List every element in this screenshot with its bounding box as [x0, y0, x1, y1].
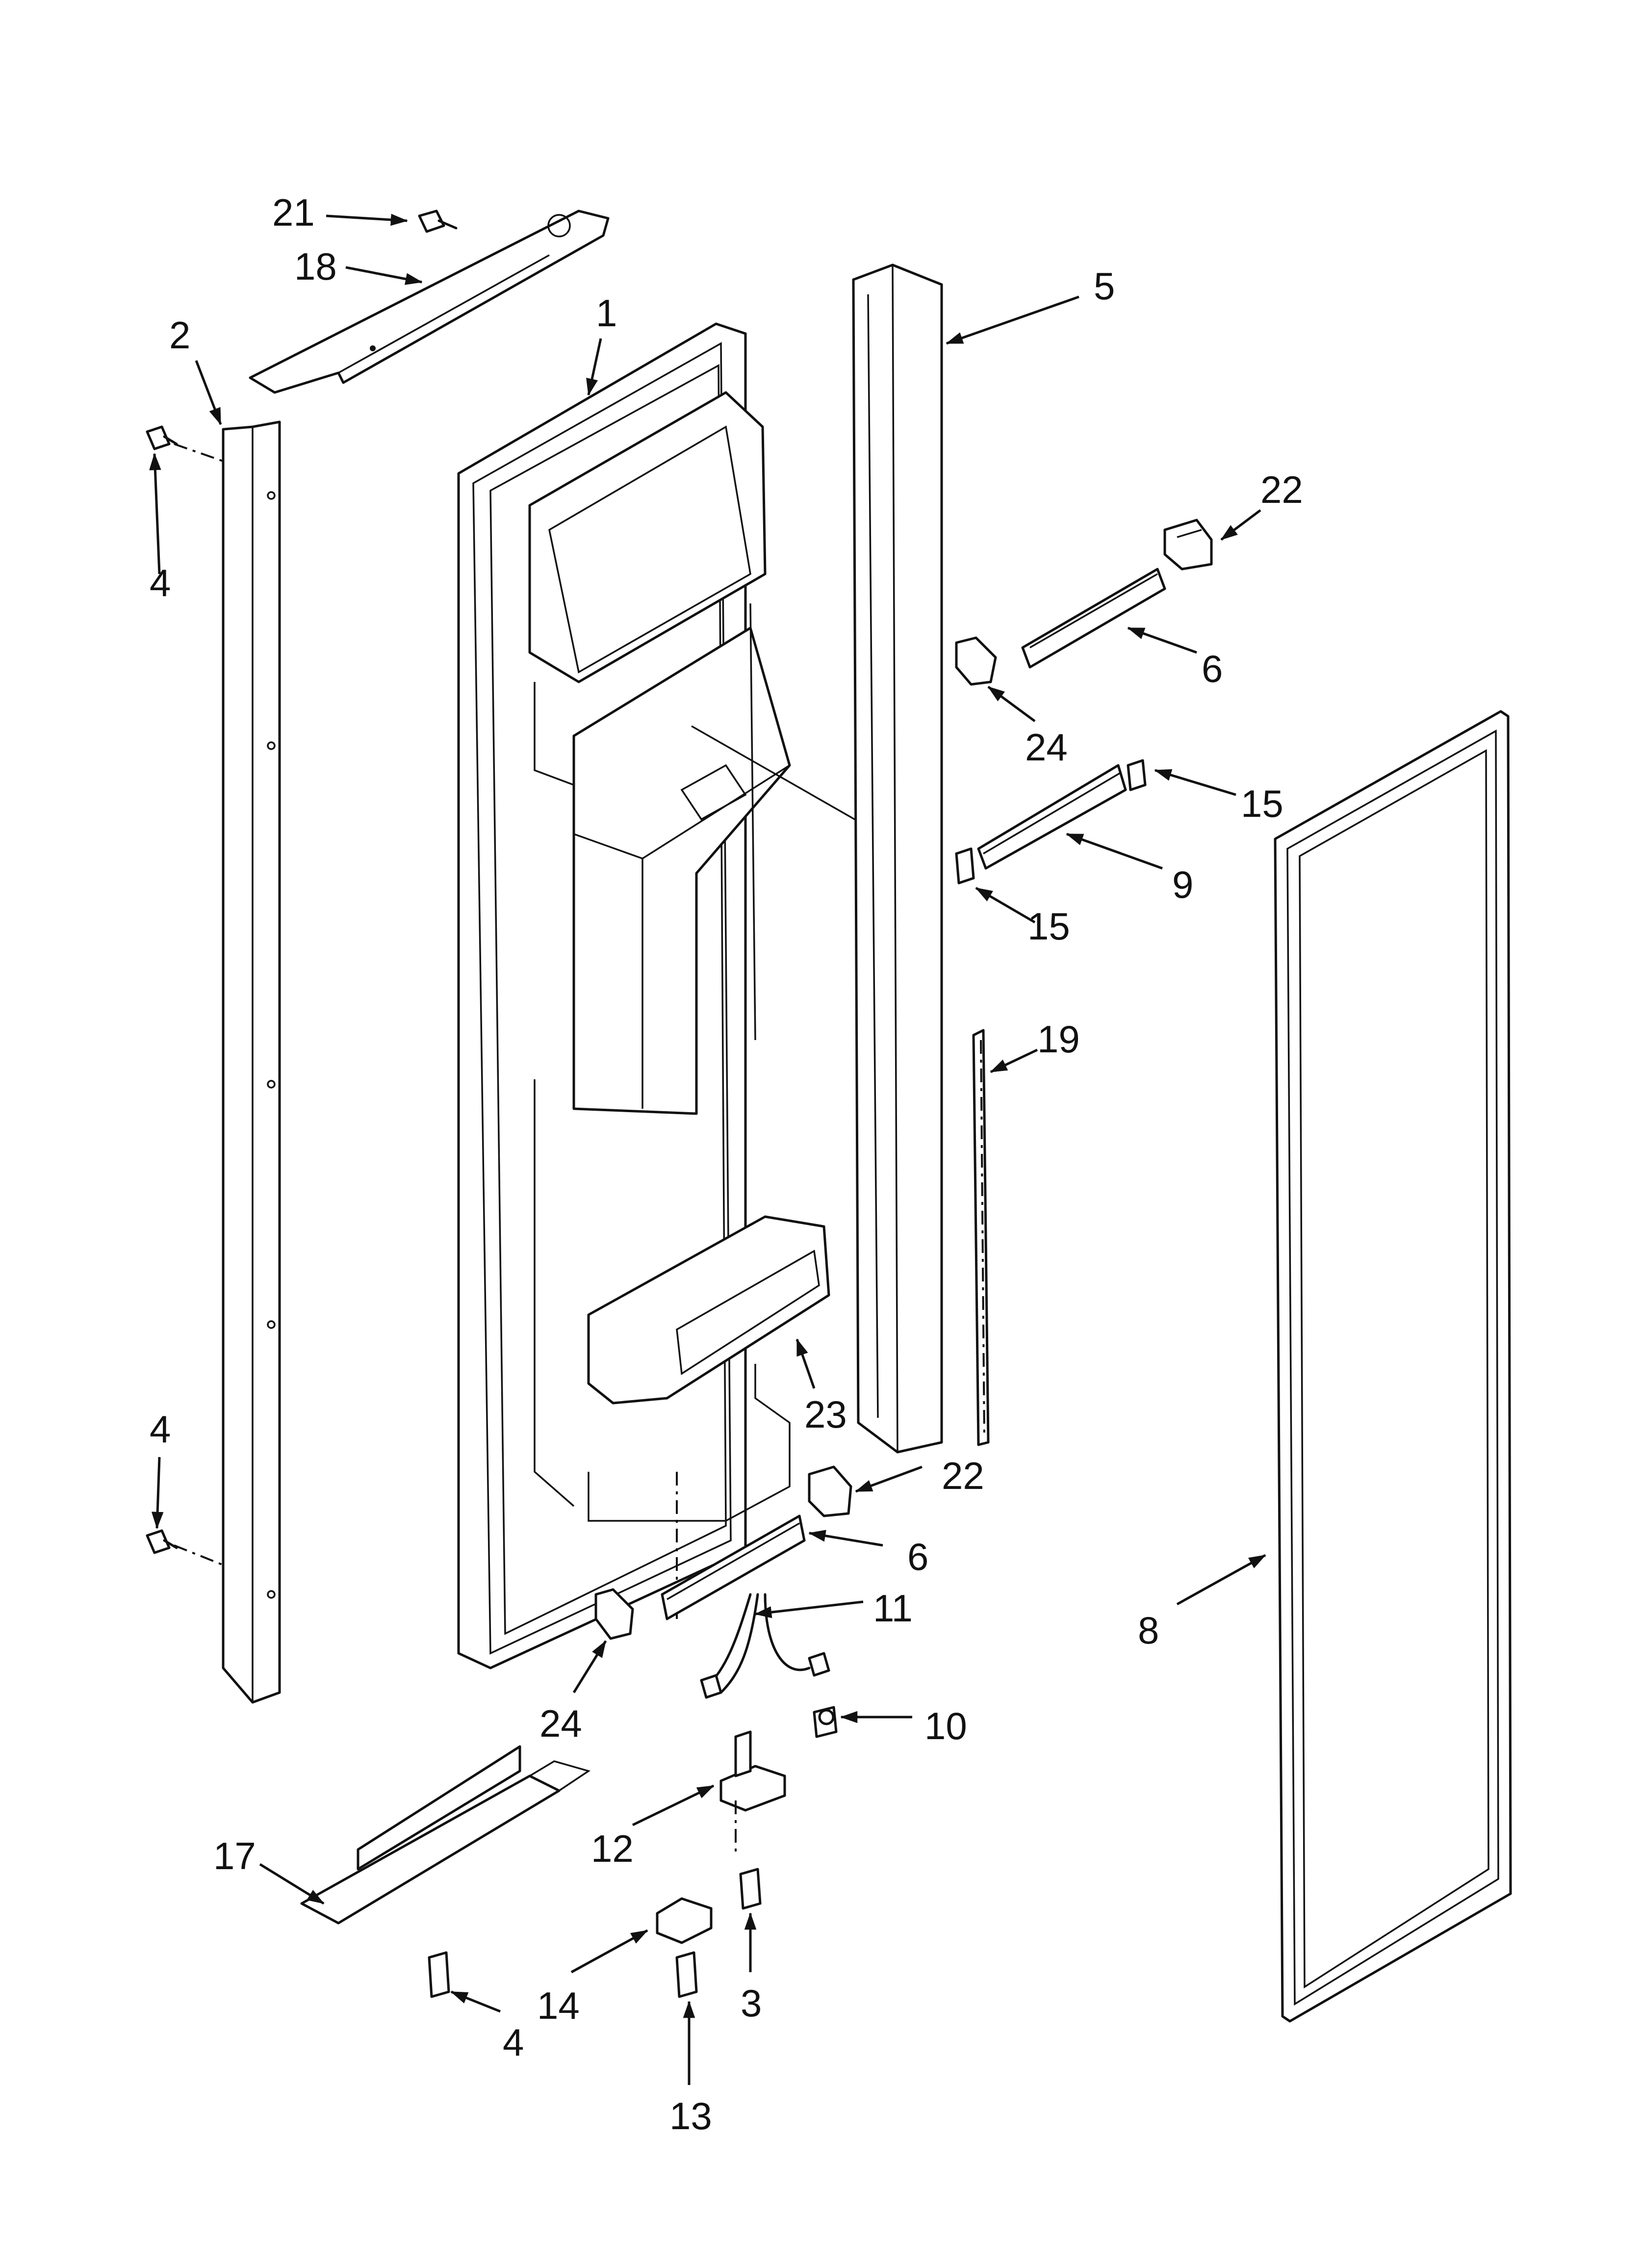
screw-4-upper-part — [146, 425, 178, 450]
clip-24-upper-part — [955, 636, 997, 686]
wire-harness-part — [700, 1593, 830, 1699]
callout-22-upper: 22 — [1260, 468, 1303, 511]
screw-3-part — [739, 1868, 762, 1910]
screw-13-part — [675, 1951, 698, 1998]
callout-5: 5 — [1094, 264, 1115, 308]
callout-3: 3 — [741, 1981, 762, 2025]
callout-labels: 21 18 2 1 5 4 22 6 24 15 9 15 19 4 23 22… — [150, 191, 1303, 2138]
callout-12: 12 — [591, 1827, 634, 1870]
leader-lines — [149, 213, 1266, 2085]
callout-9: 9 — [1172, 863, 1193, 906]
callout-4-middle: 4 — [150, 1408, 171, 1451]
callout-24-upper: 24 — [1025, 726, 1068, 769]
callout-8: 8 — [1138, 1609, 1159, 1652]
callout-17: 17 — [213, 1834, 256, 1877]
screw-4-lower-part — [146, 1529, 178, 1554]
clip-22-upper-part — [1163, 519, 1213, 571]
hinge-bracket-12-part — [719, 1730, 786, 1854]
block-14-part — [656, 1897, 713, 1944]
callout-6-lower: 6 — [907, 1535, 928, 1578]
callout-10: 10 — [924, 1704, 967, 1747]
callout-15-lower: 15 — [1027, 905, 1070, 948]
bottom-hinge-17-part — [300, 1745, 591, 1925]
callout-15-upper: 15 — [1241, 782, 1283, 825]
callout-2: 2 — [169, 313, 190, 357]
callout-23: 23 — [804, 1393, 847, 1436]
strip-19-part — [972, 1029, 990, 1446]
left-trim-strip-part — [174, 420, 281, 1704]
callout-4-upper: 4 — [150, 561, 171, 604]
right-channel-part — [852, 263, 943, 1454]
rail-6-upper-part — [1021, 568, 1166, 669]
callout-18: 18 — [294, 245, 337, 288]
callout-6-upper: 6 — [1202, 647, 1223, 690]
rail-9-part — [977, 764, 1127, 870]
callout-11: 11 — [873, 1587, 913, 1630]
clip-15-lower-part — [955, 847, 975, 885]
top-hinge-cover-part — [249, 209, 610, 394]
screw-21-part — [418, 209, 458, 233]
callout-22-lower: 22 — [942, 1454, 984, 1497]
callout-14: 14 — [537, 1984, 580, 2027]
clip-15-upper-part — [1127, 759, 1147, 791]
callout-1: 1 — [596, 291, 617, 335]
door-gasket-part — [1274, 710, 1512, 2023]
clip-24-lower-part — [594, 1588, 634, 1640]
clip-22-lower-part — [808, 1465, 852, 1517]
door-liner-part — [457, 322, 864, 1669]
callout-13: 13 — [669, 2094, 712, 2138]
callout-19: 19 — [1037, 1017, 1080, 1061]
screw-10-part — [813, 1706, 838, 1738]
callout-4-bottom: 4 — [503, 2021, 524, 2064]
rail-6-lower-part — [661, 1514, 806, 1620]
screw-4-bottom-part — [428, 1951, 450, 1998]
callout-24-lower: 24 — [539, 1702, 582, 1745]
callout-21: 21 — [272, 191, 315, 234]
